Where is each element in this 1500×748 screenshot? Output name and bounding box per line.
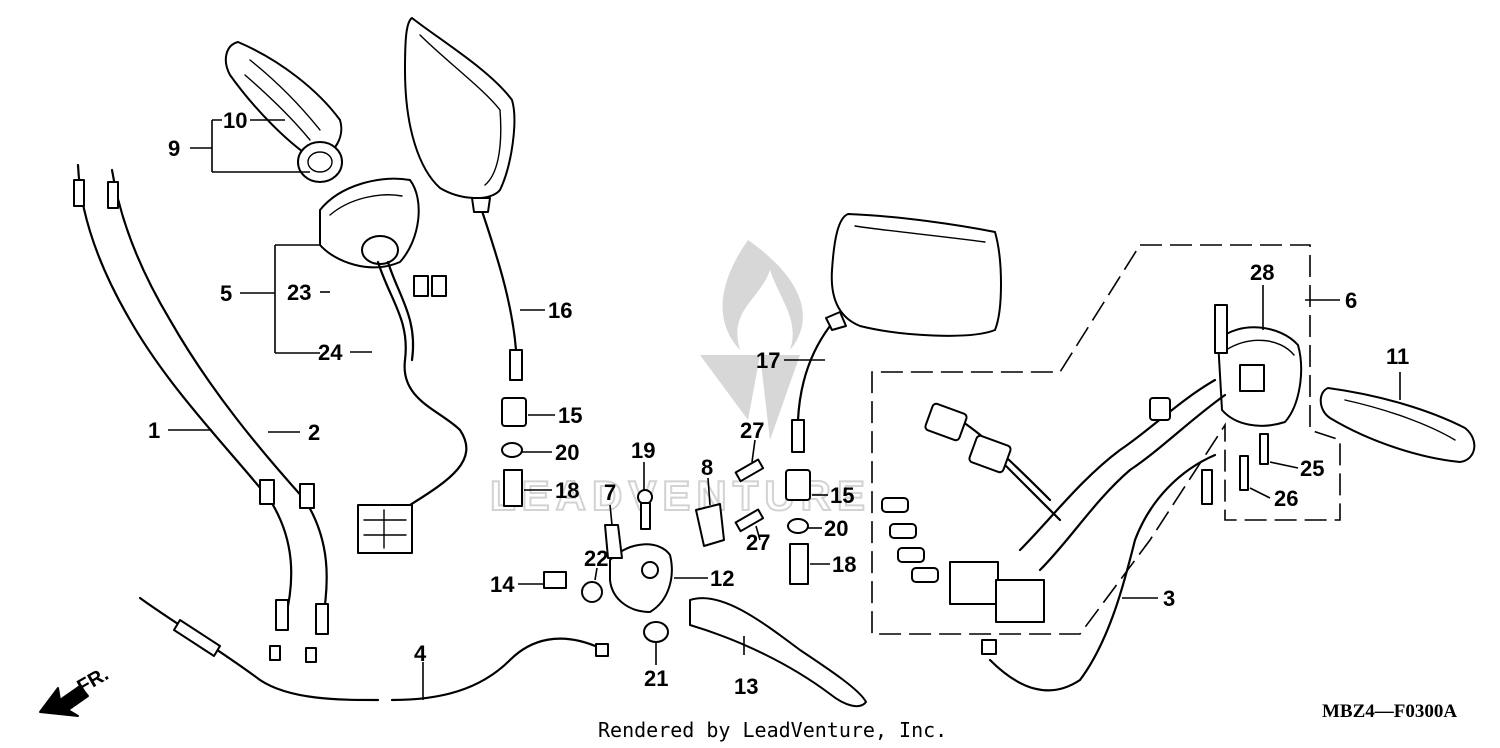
callout-7: 7 [604, 480, 616, 505]
callout-25: 25 [1300, 456, 1324, 481]
rendered-by-credit: Rendered by LeadVenture, Inc. [598, 718, 947, 742]
callout-2: 2 [308, 420, 320, 445]
callout-1: 1 [148, 418, 160, 443]
callout-8: 8 [701, 455, 713, 480]
callout-4: 4 [414, 641, 427, 666]
front-direction-indicator: FR. [39, 663, 112, 717]
callout-23: 23 [287, 280, 311, 305]
callout-15-right: 15 [830, 483, 854, 508]
callout-11: 11 [1386, 344, 1409, 369]
throttle-cables [73, 163, 329, 663]
callout-6: 6 [1345, 288, 1357, 313]
left-grip [224, 41, 343, 183]
callout-18-left: 18 [555, 478, 579, 503]
callout-15-left: 15 [558, 403, 582, 428]
callout-28: 28 [1250, 260, 1274, 285]
callout-27-lower: 27 [746, 530, 770, 555]
diagram-code: MBZ4—F0300A [1322, 701, 1457, 722]
right-mirror [791, 213, 1002, 453]
wiring-harness [881, 378, 1227, 692]
callout-13: 13 [734, 674, 758, 699]
callout-3: 3 [1163, 586, 1175, 611]
callout-12: 12 [710, 566, 734, 591]
watermark-logo: LEADVENTURE [489, 240, 866, 520]
clutch-cable [138, 596, 609, 702]
callout-17: 17 [756, 348, 780, 373]
callout-19: 19 [631, 438, 655, 463]
callout-18-right: 18 [832, 552, 856, 577]
leader-lines [168, 119, 1401, 700]
clutch-lever-assembly [543, 489, 867, 708]
callout-numbers: 1 2 3 4 5 6 7 8 9 10 11 12 13 14 15 15 1… [148, 108, 1409, 699]
callout-14: 14 [490, 572, 515, 597]
callout-5: 5 [220, 281, 232, 306]
callout-27-upper: 27 [740, 418, 764, 443]
callout-22: 22 [584, 546, 608, 571]
callout-24: 24 [318, 340, 343, 365]
left-switch-housing [319, 177, 468, 554]
left-fasteners [501, 397, 527, 507]
callout-10: 10 [223, 108, 247, 133]
callout-20-right: 20 [824, 516, 848, 541]
callout-20-left: 20 [555, 440, 579, 465]
right-screws [1239, 433, 1269, 491]
callout-16: 16 [548, 298, 572, 323]
switch-assembly-outline [871, 244, 1341, 635]
right-grip [1319, 387, 1476, 463]
callout-26: 26 [1274, 486, 1298, 511]
right-fasteners [734, 458, 811, 585]
right-switch-housing [1214, 304, 1303, 427]
front-arrow-icon [39, 685, 89, 717]
callout-21: 21 [644, 666, 668, 691]
left-mirror [404, 17, 523, 381]
callout-9: 9 [168, 136, 180, 161]
